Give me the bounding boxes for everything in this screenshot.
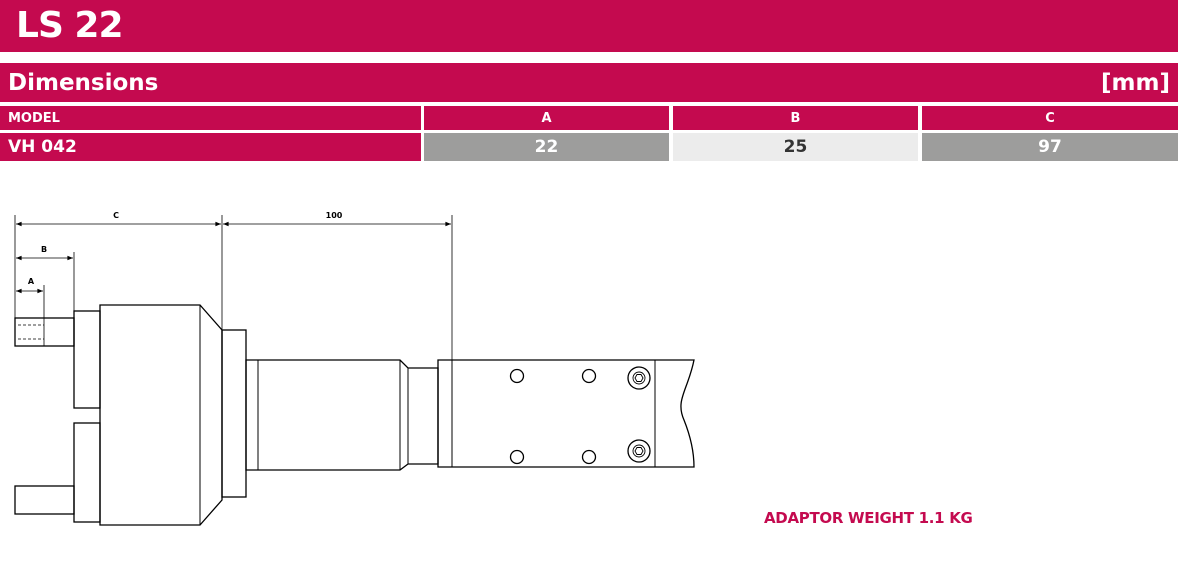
cell-model: VH 042 [0,133,421,161]
unit-label: [mm] [1101,70,1170,96]
hole-icon [509,449,525,465]
adaptor-weight: ADAPTOR WEIGHT 1.1 KG [764,509,973,527]
hole-icon [509,368,525,384]
column-header-b: B [673,106,918,130]
hole-icon [581,449,597,465]
cell-b: 25 [673,133,918,161]
cell-c: 97 [922,133,1178,161]
title-bar: LS 22 [0,0,1178,52]
section-header: Dimensions [mm] [0,63,1178,102]
dimension-label-a: A [28,277,35,286]
section-title: Dimensions [8,70,159,96]
dimension-label-c: C [113,211,119,220]
collar [221,329,247,498]
shaft [245,359,439,471]
hex-screw-icon [627,439,651,463]
cell-a: 22 [424,133,669,161]
page-title: LS 22 [16,5,123,46]
hole-icon [581,368,597,384]
main-body [99,304,223,526]
upper-spigot [14,317,75,347]
lower-spigot [14,485,75,515]
table-row: VH 042 22 25 97 [0,133,1178,161]
column-header-a: A [424,106,669,130]
technical-drawing: C 100 B A [14,211,695,526]
dimension-label-100: 100 [326,211,343,220]
column-header-model: MODEL [0,106,421,130]
clamp-block [437,359,695,468]
hex-screw-icon [627,366,651,390]
upper-flange [73,310,101,409]
lower-flange [73,422,101,523]
table-header-row: MODEL A B C [0,106,1178,130]
dimension-label-b: B [41,245,47,254]
column-header-c: C [922,106,1178,130]
